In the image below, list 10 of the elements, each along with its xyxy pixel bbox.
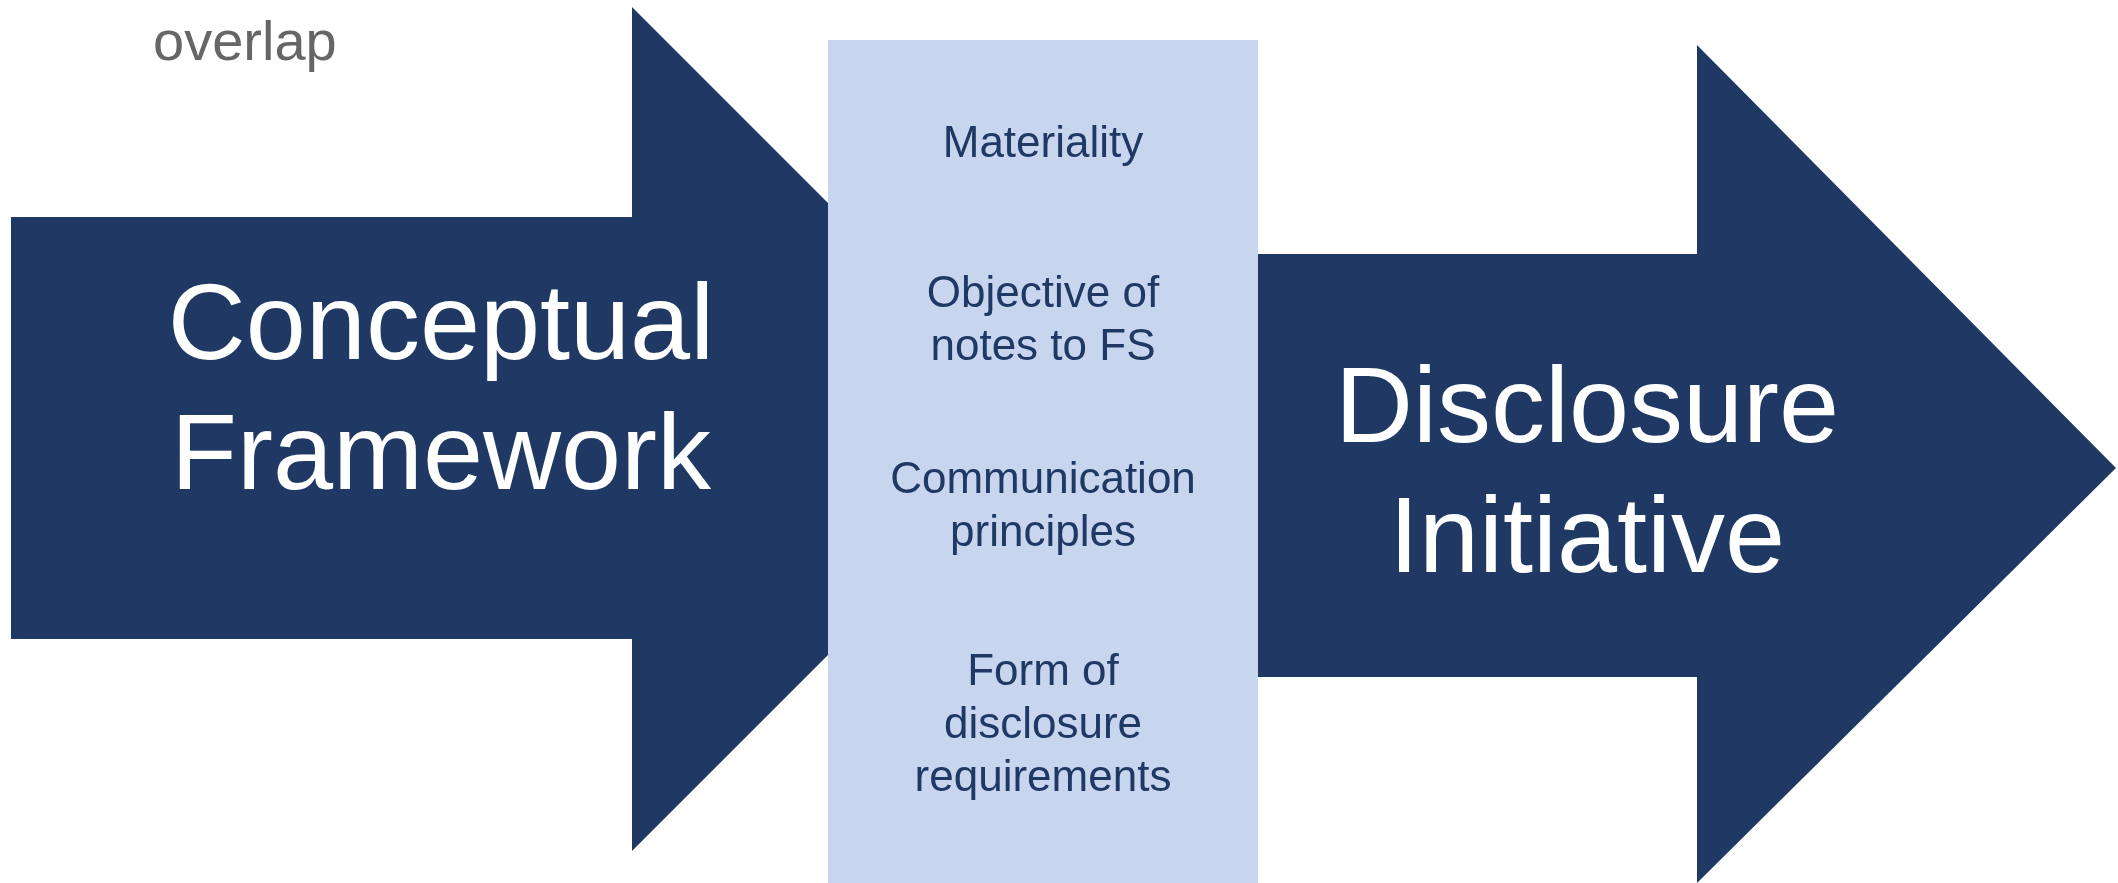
topic-text: Objective of notes to FS bbox=[925, 266, 1161, 371]
topic-text: Form of disclosure requirements bbox=[913, 643, 1173, 802]
topic-panel bbox=[828, 40, 1258, 883]
arrow-label: Disclosure Initiative bbox=[1333, 343, 1841, 597]
block-arrow bbox=[11, 7, 828, 851]
arrow-label: Conceptual Framework bbox=[166, 260, 716, 514]
topic-text: Materiality bbox=[941, 115, 1145, 168]
topic-text: Communication principles bbox=[889, 452, 1197, 557]
block-arrow bbox=[1258, 45, 2116, 883]
heading: overlap bbox=[153, 8, 337, 73]
